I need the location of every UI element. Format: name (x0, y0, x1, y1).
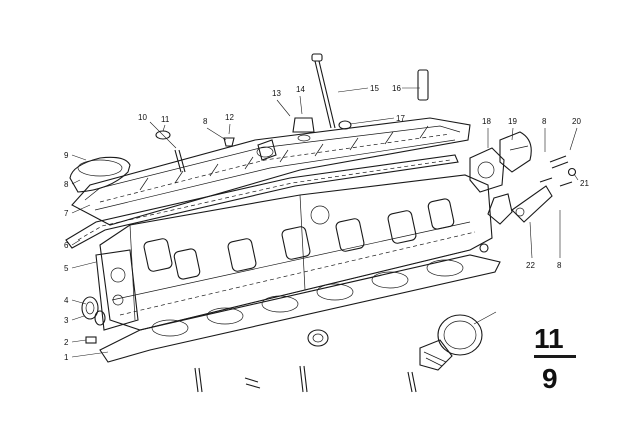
stud-16 (417, 69, 429, 101)
callout-8-right: 8 (542, 117, 547, 126)
callout-22: 22 (526, 261, 535, 270)
callout-11: 11 (161, 115, 170, 124)
callout-12: 12 (225, 113, 234, 122)
top-small-parts (155, 117, 352, 173)
callout-8-bottom-right: 8 (557, 261, 562, 270)
long-bolt-15 (311, 53, 336, 129)
seal-ring-4 (81, 296, 106, 326)
callout-7: 7 (64, 209, 69, 218)
seal-ring-bottom (307, 329, 329, 347)
callout-1: 1 (64, 353, 69, 362)
valve-cover (71, 117, 471, 226)
callout-8-top: 8 (203, 117, 208, 126)
thermostat-cap-9 (69, 156, 131, 193)
intake-ports (143, 198, 455, 280)
callout-2: 2 (64, 338, 69, 347)
callout-leaders (71, 87, 579, 358)
callout-19: 19 (508, 117, 517, 126)
callout-6: 6 (64, 241, 69, 250)
flange-22 (511, 185, 553, 223)
plug-2 (85, 336, 97, 344)
callout-18: 18 (482, 117, 491, 126)
head-end-plate (95, 249, 139, 331)
callout-20: 20 (572, 117, 581, 126)
bolts-20-21 (539, 155, 577, 187)
water-outlet-housing (469, 147, 513, 253)
callout-9: 9 (64, 151, 69, 160)
cylinder-head (99, 174, 493, 331)
water-pipe-19 (499, 131, 532, 173)
bottom-studs (194, 365, 417, 393)
callout-5: 5 (64, 264, 69, 273)
cover-plate-bottom (419, 314, 483, 371)
callout-8-left: 8 (64, 180, 69, 189)
callout-15: 15 (370, 84, 379, 93)
page-ref-top: 11 (534, 323, 564, 354)
callout-4: 4 (64, 296, 69, 305)
page-ref-divider (534, 355, 576, 358)
callout-21: 21 (580, 179, 589, 188)
callout-3: 3 (64, 316, 69, 325)
page-reference: 11 9 (534, 323, 576, 394)
valve-cover-gasket (65, 154, 459, 249)
callout-10: 10 (138, 113, 147, 122)
head-gasket (99, 254, 501, 363)
callout-16: 16 (392, 84, 401, 93)
callout-labels: 1 2 3 4 5 6 7 8 9 10 11 8 12 13 14 15 16… (64, 84, 589, 362)
callout-14: 14 (296, 85, 305, 94)
page-ref-bottom: 9 (542, 363, 558, 394)
callout-17: 17 (396, 114, 405, 123)
callout-13: 13 (272, 89, 281, 98)
